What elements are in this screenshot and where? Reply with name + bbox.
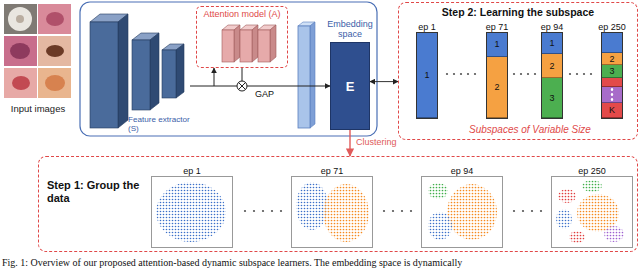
segment-number-slot: 2 [542, 61, 562, 70]
step1-panel-text-slot: Step 1: Group the data [47, 179, 145, 205]
segment-number-slot: 2 [487, 82, 507, 91]
attention-box-text-slot: Attention model (A) [197, 9, 287, 19]
segment-number-slot: 2 [602, 54, 622, 63]
attention-box: Attention model (A) [196, 6, 288, 68]
feature-extractor-text-slot: Feature extractor (S) [128, 116, 190, 134]
scatter-plot-text-slot: ep 1 [134, 166, 250, 176]
segment-number-slot: 3 [542, 93, 562, 102]
attention-box-text: Attention model (A) [197, 9, 287, 19]
connector [190, 68, 214, 86]
subspace-bar-text: ep 250 [584, 22, 640, 32]
scatter-plot: ep 250 [551, 176, 633, 248]
segment-number: 1 [417, 71, 437, 80]
subspace-bar-text: ep 71 [469, 22, 525, 32]
segment-number: 3 [602, 67, 622, 76]
subspace-segment: 2 [602, 53, 622, 65]
subspace-segment: 2 [487, 57, 507, 118]
subspace-segment [602, 87, 622, 102]
feature-extractor: Feature extractor (S) [88, 10, 190, 136]
scatter-plot-text: ep 71 [274, 166, 390, 176]
scatter-plot-text-slot: ep 94 [404, 166, 520, 176]
subspace-segment: 1 [417, 33, 437, 118]
scatter-plot-text: ep 250 [534, 166, 640, 176]
scatter-plot: ep 71 [291, 176, 373, 248]
scatter-plot: ep 1 [151, 176, 233, 248]
subspace-segment [602, 33, 622, 53]
subspace-bar: 23Kep 250 [601, 32, 623, 119]
subspace-bar: 123ep 94 [541, 32, 563, 119]
subspace-bar-text-slot: ep 250 [584, 22, 640, 32]
subspace-bar-text-slot: ep 94 [524, 22, 580, 32]
subspace-bar: 12ep 71 [486, 32, 508, 119]
multiply-symbol [237, 81, 247, 91]
step2-panel-text-slot: Step 2: Learning the subspace [399, 6, 637, 18]
segment-number: 2 [542, 61, 562, 70]
connector [370, 81, 398, 82]
step2-panel: Step 2: Learning the subspaceSubspaces o… [398, 2, 638, 140]
step1-panel-text: Step 1: Group the data [47, 179, 145, 205]
input-images-text: Input images [2, 103, 74, 114]
scatter-plot-text: ep 1 [134, 166, 250, 176]
subspace-segment: 3 [542, 78, 562, 118]
network-outline [80, 2, 377, 136]
subspace-bar-text: ep 94 [524, 22, 580, 32]
pooled-vector [298, 22, 315, 128]
embedding-box-text-slot: E [331, 79, 369, 94]
scatter-plot-text-slot: ep 71 [274, 166, 390, 176]
scatter-plot: ep 94 [421, 176, 503, 248]
segment-number: K [602, 105, 622, 114]
segment-number-slot: 1 [487, 40, 507, 49]
subspace-segment: 1 [542, 33, 562, 54]
connector [242, 68, 330, 86]
subspace-bar-text-slot: ep 1 [399, 22, 455, 32]
segment-number: 1 [542, 39, 562, 48]
operation-label: GAP [255, 89, 274, 99]
step2-panel-text: Subspaces of Variable Size [469, 124, 591, 135]
connector [349, 130, 350, 156]
subspace-segment [602, 78, 622, 87]
subspace-bar-text-slot: ep 71 [469, 22, 525, 32]
segment-number-slot: 3 [602, 67, 622, 76]
edge-label: Clustering [355, 137, 398, 147]
scatter-plot-text-slot: ep 250 [534, 166, 640, 176]
subspace-segment: 2 [542, 54, 562, 78]
step2-panel-text-slot: Subspaces of Variable Size [469, 124, 591, 135]
scatter-plot-text: ep 94 [404, 166, 520, 176]
edge-label-slot: Clustering [355, 137, 398, 147]
feature-to-multiply-line [214, 86, 237, 87]
segment-number-slot: 1 [417, 71, 437, 80]
attention-blocks [222, 25, 276, 62]
figure-caption: Fig. 1: Overview of our proposed attenti… [2, 257, 638, 268]
segment-number: 1 [487, 40, 507, 49]
subspace-segment: 3 [602, 65, 622, 78]
embedding-box-text-slot: Embedding space [325, 20, 375, 40]
segment-number-slot: K [602, 105, 622, 114]
segment-number: 2 [602, 54, 622, 63]
input-thumbnails [4, 4, 71, 98]
subspace-bar-text: ep 1 [399, 22, 455, 32]
input-images: Input images [2, 2, 74, 114]
feature-extractor-text: Feature extractor (S) [128, 116, 190, 134]
subspace-bar: 1ep 1 [416, 32, 438, 119]
embedding-box-text: Embedding space [325, 20, 375, 40]
embedding-box: Embedding spaceE [330, 42, 370, 130]
segment-number: 2 [487, 82, 507, 91]
input-images-text-slot: Input images [2, 103, 74, 114]
step1-panel: Step 1: Group the dataep 1ep 71ep 94ep 2… [38, 156, 638, 252]
feature-extractor-blocks [90, 14, 184, 128]
segment-number: 3 [542, 93, 562, 102]
segment-number-slot: 1 [542, 39, 562, 48]
subspace-segment: K [602, 103, 622, 118]
embedding-box-text: E [331, 79, 369, 94]
figure-caption-slot: Fig. 1: Overview of our proposed attenti… [2, 257, 638, 268]
scatter-clusters [156, 180, 624, 243]
subspace-segment: 1 [487, 33, 507, 57]
step2-panel-text: Step 2: Learning the subspace [399, 6, 637, 18]
operation-label-slot: GAP [255, 89, 274, 99]
